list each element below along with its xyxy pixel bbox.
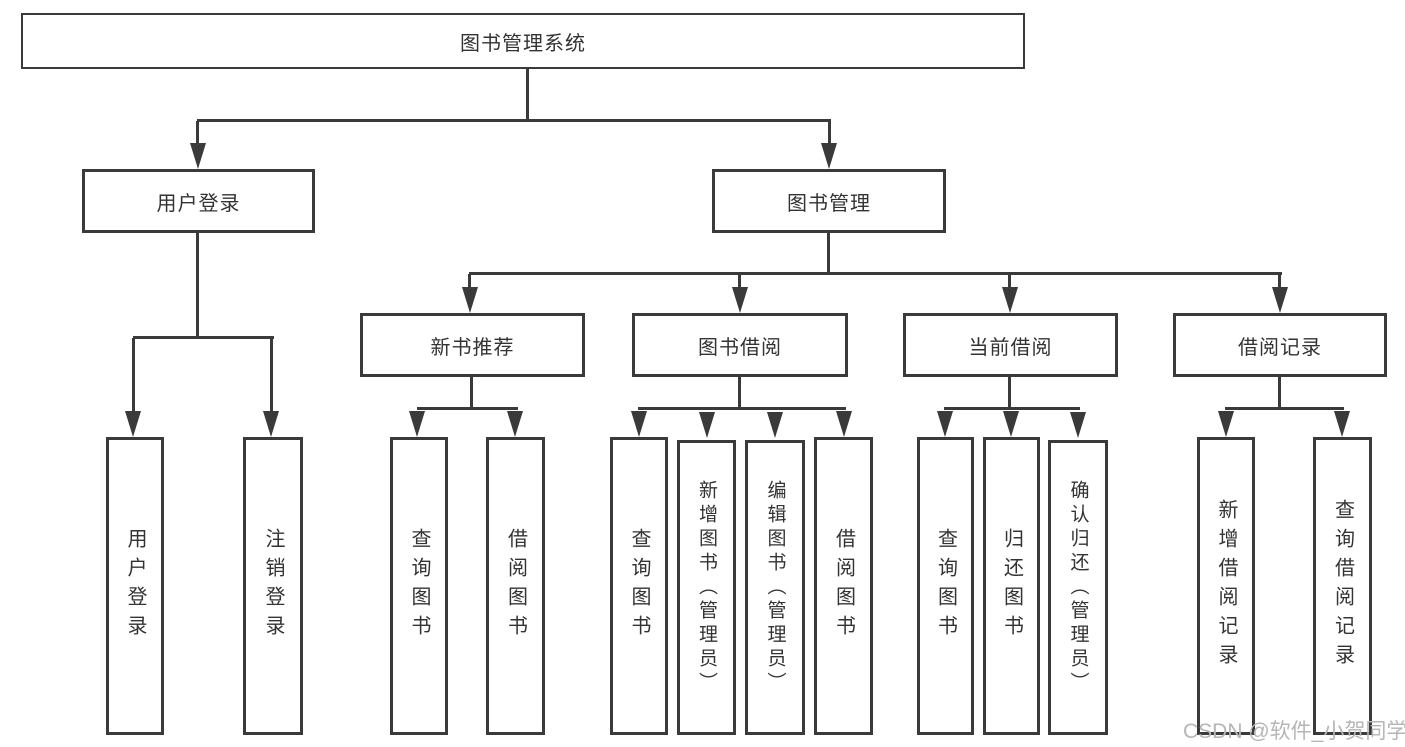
connector-current-splitter [944, 407, 1080, 410]
connector-records-down-stub [1278, 377, 1281, 410]
leaf-current-confirm-return-admin: 确认归还（管理员） [1048, 440, 1108, 735]
node-new-recommend: 新书推荐 [360, 313, 585, 377]
leaf-records-query-record-label: 查询借阅记录 [1331, 499, 1354, 673]
leaf-user-login: 用户登录 [106, 437, 164, 735]
node-new-recommend-label: 新书推荐 [430, 336, 515, 359]
leaf-records-query-record: 查询借阅记录 [1313, 437, 1372, 735]
leaf-current-return-books: 归还图书 [983, 437, 1040, 735]
node-user-login: 用户登录 [82, 169, 315, 233]
leaf-recommend-query-books-label: 查询图书 [408, 528, 430, 644]
connector-login-splitter [133, 336, 274, 339]
arrowhead-to-borrow [732, 287, 748, 313]
leaf-logout: 注销登录 [243, 437, 303, 735]
arrowhead-to-login-leaf2 [263, 411, 279, 437]
arrowhead-to-records-leaf2 [1334, 411, 1350, 437]
node-user-login-label: 用户登录 [156, 192, 241, 215]
arrowhead-to-current-leaf2 [1003, 411, 1019, 437]
node-root-label: 图书管理系统 [460, 32, 586, 55]
leaf-borrow-borrow-books-label: 借阅图书 [832, 528, 855, 644]
csdn-watermark: CSDN @软件_小贺同学 [1183, 720, 1405, 743]
arrowhead-to-borrow-leaf1 [631, 411, 647, 437]
arrowhead-to-recommend-leaf2 [507, 411, 523, 437]
leaf-records-add-record: 新增借阅记录 [1197, 437, 1255, 735]
leaf-current-query-books-label: 查询图书 [934, 528, 957, 644]
arrowhead-to-current-leaf1 [937, 411, 953, 437]
connector-recommend-shaft [468, 274, 471, 289]
leaf-user-login-label: 用户登录 [124, 528, 146, 644]
arrowhead-to-login [190, 143, 206, 169]
node-book-borrow: 图书借阅 [632, 313, 848, 377]
connector-borrow-down-stub [738, 377, 741, 409]
leaf-borrow-edit-books-admin-label: 编辑图书（管理员） [764, 479, 786, 696]
node-borrow-records-label: 借阅记录 [1238, 336, 1322, 359]
node-book-manage: 图书管理 [712, 169, 946, 233]
leaf-borrow-edit-books-admin: 编辑图书（管理员） [745, 440, 805, 735]
arrowhead-to-records-leaf1 [1218, 411, 1234, 437]
node-current-borrow-label: 当前借阅 [968, 336, 1053, 359]
arrowhead-to-manage [821, 143, 837, 169]
leaf-borrow-borrow-books: 借阅图书 [814, 437, 873, 735]
leaf-current-confirm-return-admin-label: 确认归还（管理员） [1067, 479, 1089, 696]
arrowhead-to-current-leaf3 [1070, 412, 1086, 438]
connector-manage-shaft [828, 121, 831, 146]
connector-login-leaf1-shaft [132, 338, 135, 413]
node-current-borrow: 当前借阅 [903, 313, 1118, 377]
node-borrow-records: 借阅记录 [1173, 313, 1387, 377]
arrowhead-to-borrow-leaf2 [699, 412, 715, 438]
connector-login-leaf2-shaft [270, 338, 273, 413]
connector-current-down-stub [1008, 377, 1011, 409]
leaf-borrow-query-books: 查询图书 [610, 437, 668, 735]
connector-current-shaft [1008, 274, 1011, 289]
connector-login-shaft [196, 121, 199, 146]
arrowhead-to-borrow-leaf4 [836, 411, 852, 437]
leaf-logout-label: 注销登录 [262, 528, 284, 644]
connector-records-shaft [1278, 274, 1281, 289]
arrowhead-to-records [1272, 287, 1288, 313]
connector-recommend-splitter [417, 407, 518, 410]
connector-root-stub [526, 68, 529, 121]
leaf-borrow-add-books-admin: 新增图书（管理员） [677, 440, 736, 735]
connector-borrow-splitter [638, 407, 846, 410]
leaf-recommend-borrow-books: 借阅图书 [486, 437, 545, 735]
leaf-recommend-borrow-books-label: 借阅图书 [504, 528, 527, 644]
connector-root-splitter [197, 119, 831, 122]
leaf-records-add-record-label: 新增借阅记录 [1215, 499, 1237, 673]
leaf-current-query-books: 查询图书 [917, 437, 974, 735]
connector-manage-splitter [469, 272, 1282, 275]
node-root-system: 图书管理系统 [21, 13, 1025, 69]
arrowhead-to-login-leaf1 [125, 411, 141, 437]
connector-borrow-shaft [738, 274, 741, 289]
leaf-recommend-query-books: 查询图书 [390, 437, 448, 735]
leaf-borrow-add-books-admin-label: 新增图书（管理员） [696, 479, 717, 696]
connector-records-splitter [1225, 407, 1344, 410]
node-book-borrow-label: 图书借阅 [698, 336, 782, 359]
node-book-manage-label: 图书管理 [787, 192, 871, 215]
arrowhead-to-recommend-leaf1 [409, 411, 425, 437]
leaf-current-return-books-label: 归还图书 [1000, 528, 1023, 644]
connector-login-down-stub [196, 233, 199, 338]
leaf-borrow-query-books-label: 查询图书 [628, 528, 650, 644]
arrowhead-to-recommend [462, 287, 478, 313]
arrowhead-to-current [1002, 287, 1018, 313]
connector-recommend-down-stub [470, 377, 473, 410]
connector-manage-down-stub [827, 233, 830, 274]
arrowhead-to-borrow-leaf3 [767, 412, 783, 438]
